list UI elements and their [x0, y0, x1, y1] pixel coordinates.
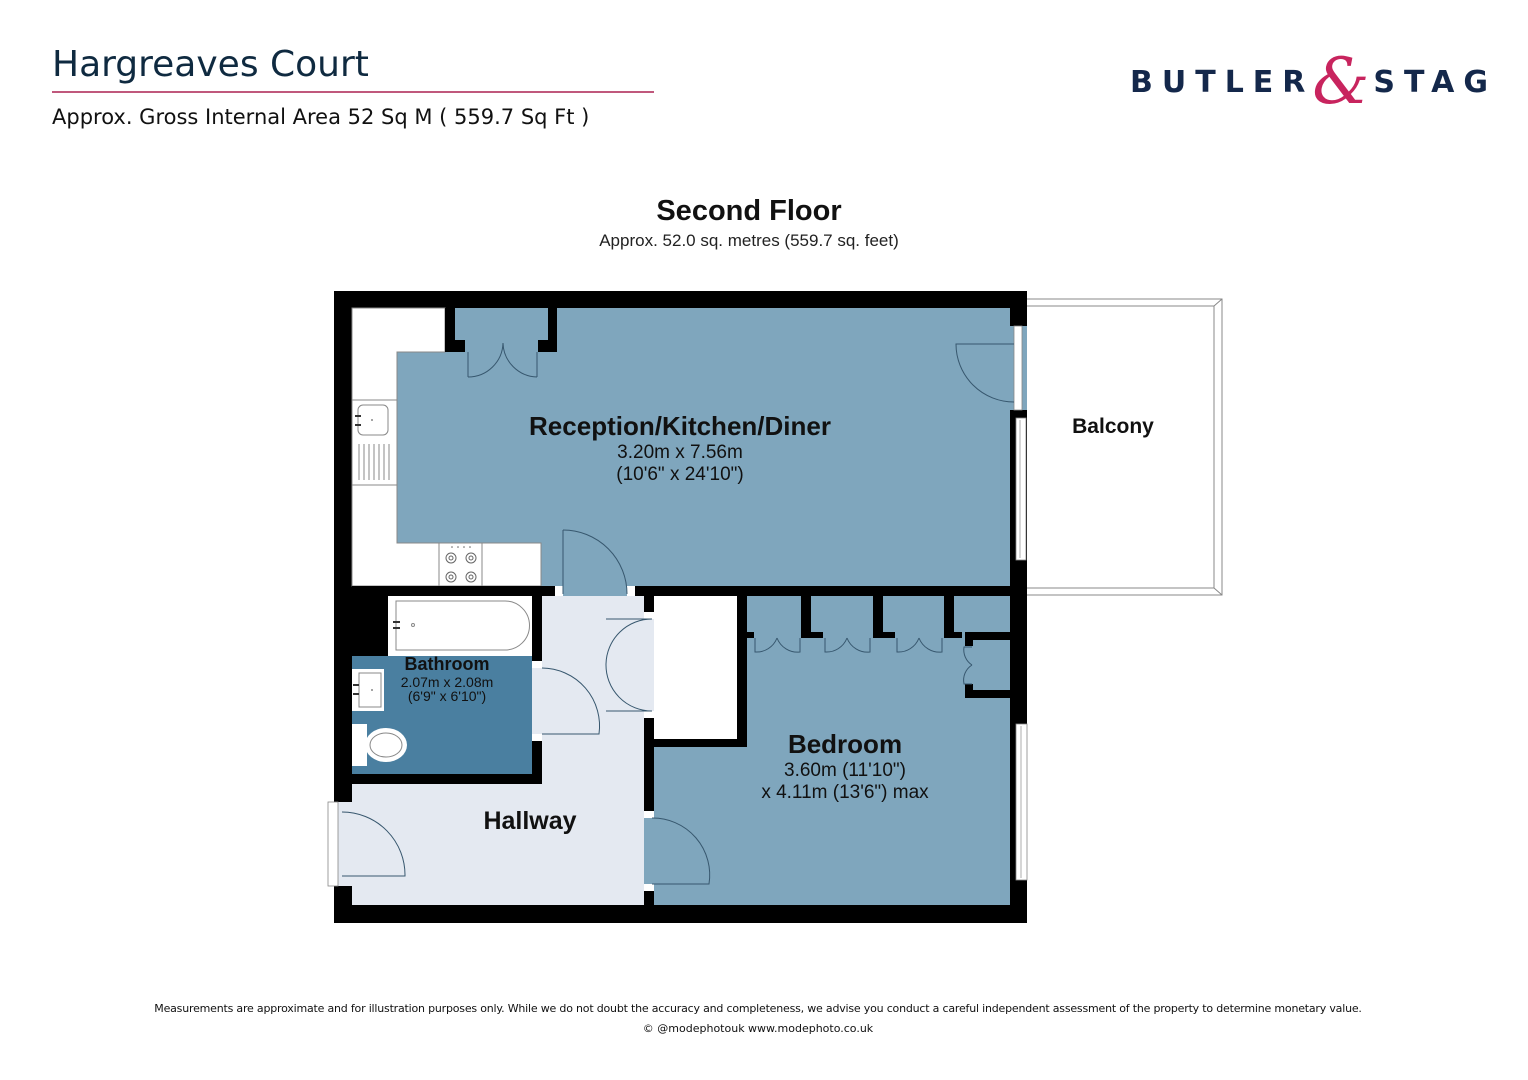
- room-label-balcony: Balcony: [1072, 415, 1154, 438]
- balcony-door-swing: [955, 343, 1015, 403]
- front-door-swing: [341, 811, 406, 877]
- title-divider: [52, 91, 654, 93]
- basin-icon: [352, 669, 384, 711]
- agency-logo: BUTLER & STAG: [1130, 45, 1497, 119]
- logo-word-butler: BUTLER: [1130, 64, 1315, 100]
- toilet-icon: [352, 724, 407, 766]
- balcony: [1025, 298, 1223, 596]
- logo-ampersand-icon: &: [1312, 45, 1370, 119]
- floor-title: Second Floor: [656, 195, 842, 227]
- floor-area: Approx. 52.0 sq. metres (559.7 sq. feet): [599, 231, 899, 250]
- bath-icon: [388, 596, 532, 656]
- room-label-reception: Reception/Kitchen/Diner 3.20m x 7.56m (1…: [529, 411, 831, 485]
- bedroom-floor: [654, 596, 1010, 905]
- hallway-floor: [352, 596, 644, 905]
- reception-floor: [352, 308, 1010, 586]
- hob-icon: [438, 542, 483, 587]
- bedroom-window: [1015, 723, 1028, 881]
- photo-credit: © @modephotouk www.modephoto.co.uk: [642, 1022, 874, 1035]
- storage-cupboard: [654, 596, 737, 739]
- kitchen-sink-icon: [352, 399, 397, 486]
- reception-window: [1015, 417, 1027, 561]
- room-label-hallway: Hallway: [483, 807, 577, 835]
- property-title: Hargreaves Court: [52, 44, 369, 85]
- room-label-bedroom: Bedroom 3.60m (11'10") x 4.11m (13'6") m…: [761, 729, 929, 803]
- gross-area: Approx. Gross Internal Area 52 Sq M ( 55…: [52, 105, 590, 129]
- logo-word-stag: STAG: [1373, 64, 1497, 100]
- room-label-bathroom: Bathroom 2.07m x 2.08m (6'9" x 6'10"): [400, 654, 494, 705]
- disclaimer: Measurements are approximate and for ill…: [154, 1002, 1362, 1015]
